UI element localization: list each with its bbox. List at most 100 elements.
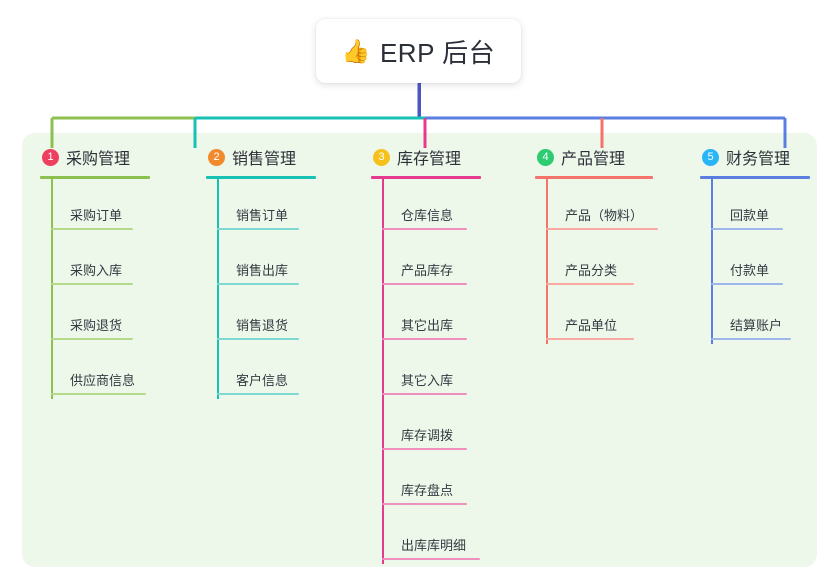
column-items: 仓库信息产品库存其它出库其它入库库存调拨库存盘点出库库明细 bbox=[371, 179, 523, 564]
column-title: 产品管理 bbox=[561, 151, 626, 168]
list-item[interactable]: 出库库明细 bbox=[371, 509, 523, 564]
column-header-5[interactable]: 5 财务管理 bbox=[700, 145, 839, 169]
list-item[interactable]: 其它出库 bbox=[371, 289, 523, 344]
list-item[interactable]: 产品（物料） bbox=[535, 179, 695, 234]
root-node-title: 👍 ERP 后台 bbox=[342, 33, 495, 70]
list-item-underline bbox=[711, 228, 783, 230]
list-item-underline bbox=[51, 393, 146, 395]
list-item-label: 产品库存 bbox=[401, 263, 454, 278]
list-item[interactable]: 其它入库 bbox=[371, 344, 523, 399]
list-item-label: 客户信息 bbox=[236, 373, 289, 388]
list-item-label: 回款单 bbox=[730, 208, 770, 223]
list-item-underline bbox=[546, 338, 634, 340]
list-item[interactable]: 付款单 bbox=[700, 234, 839, 289]
list-item[interactable]: 采购订单 bbox=[40, 179, 190, 234]
list-item-label: 仓库信息 bbox=[401, 208, 454, 223]
root-node-card[interactable]: 👍 ERP 后台 bbox=[316, 19, 521, 83]
list-item[interactable]: 结算账户 bbox=[700, 289, 839, 344]
list-item-underline bbox=[382, 283, 467, 285]
list-item[interactable]: 客户信息 bbox=[206, 344, 356, 399]
list-item-underline bbox=[546, 228, 658, 230]
column-header-underline bbox=[371, 176, 481, 179]
column-采购管理: 1 采购管理采购订单采购入库采购退货供应商信息 bbox=[40, 145, 190, 399]
column-items: 产品（物料） 产品分类产品单位 bbox=[535, 179, 695, 344]
list-item-underline bbox=[546, 283, 634, 285]
list-item-label: 产品（物料） bbox=[565, 208, 644, 223]
list-item-underline bbox=[382, 338, 467, 340]
column-header-underline bbox=[700, 176, 810, 179]
list-item-label: 出库库明细 bbox=[401, 538, 467, 553]
list-item[interactable]: 产品单位 bbox=[535, 289, 695, 344]
column-title: 财务管理 bbox=[726, 151, 791, 168]
column-产品管理: 4 产品管理产品（物料） 产品分类产品单位 bbox=[535, 145, 695, 344]
list-item-underline bbox=[382, 393, 467, 395]
list-item-label: 库存调拨 bbox=[401, 428, 454, 443]
list-item-underline bbox=[711, 283, 783, 285]
column-items: 回款单付款单结算账户 bbox=[700, 179, 839, 344]
list-item-underline bbox=[382, 448, 467, 450]
column-header-3[interactable]: 3 库存管理 bbox=[371, 145, 523, 169]
list-item-underline bbox=[217, 393, 299, 395]
list-item[interactable]: 销售订单 bbox=[206, 179, 356, 234]
list-item-underline bbox=[711, 338, 791, 340]
list-item-underline bbox=[51, 283, 133, 285]
list-item-label: 库存盘点 bbox=[401, 483, 454, 498]
column-number-badge: 2 bbox=[208, 148, 225, 166]
list-item[interactable]: 销售退货 bbox=[206, 289, 356, 344]
list-item-label: 采购退货 bbox=[70, 318, 123, 333]
list-item-underline bbox=[382, 503, 467, 505]
list-item-underline bbox=[382, 228, 467, 230]
column-header-underline bbox=[535, 176, 653, 179]
list-item-label: 产品单位 bbox=[565, 318, 618, 333]
list-item[interactable]: 供应商信息 bbox=[40, 344, 190, 399]
list-item-label: 采购订单 bbox=[70, 208, 123, 223]
list-item[interactable]: 采购入库 bbox=[40, 234, 190, 289]
list-item-underline bbox=[217, 338, 299, 340]
column-spine bbox=[711, 179, 713, 344]
list-item[interactable]: 销售出库 bbox=[206, 234, 356, 289]
list-item[interactable]: 产品库存 bbox=[371, 234, 523, 289]
column-title: 采购管理 bbox=[66, 151, 131, 168]
list-item-underline bbox=[217, 283, 299, 285]
column-header-underline bbox=[40, 176, 150, 179]
column-number-badge: 3 bbox=[373, 148, 390, 166]
column-number-badge: 1 bbox=[42, 148, 59, 166]
column-header-4[interactable]: 4 产品管理 bbox=[535, 145, 695, 169]
list-item-label: 销售订单 bbox=[236, 208, 289, 223]
list-item-label: 采购入库 bbox=[70, 263, 123, 278]
column-title: 库存管理 bbox=[397, 151, 462, 168]
list-item-label: 产品分类 bbox=[565, 263, 618, 278]
column-财务管理: 5 财务管理回款单付款单结算账户 bbox=[700, 145, 839, 344]
column-spine bbox=[217, 179, 219, 399]
list-item-label: 销售退货 bbox=[236, 318, 289, 333]
list-item[interactable]: 采购退货 bbox=[40, 289, 190, 344]
column-库存管理: 3 库存管理仓库信息产品库存其它出库其它入库库存调拨库存盘点出库库明细 bbox=[371, 145, 523, 564]
list-item-label: 其它出库 bbox=[401, 318, 454, 333]
list-item-label: 结算账户 bbox=[730, 318, 783, 333]
list-item-underline bbox=[382, 558, 480, 560]
column-number-badge: 5 bbox=[702, 148, 719, 166]
list-item[interactable]: 库存调拨 bbox=[371, 399, 523, 454]
list-item-underline bbox=[51, 228, 133, 230]
column-spine bbox=[546, 179, 548, 344]
list-item[interactable]: 库存盘点 bbox=[371, 454, 523, 509]
list-item[interactable]: 仓库信息 bbox=[371, 179, 523, 234]
columns-background-panel bbox=[22, 133, 817, 567]
column-spine bbox=[382, 179, 384, 564]
list-item-label: 付款单 bbox=[730, 263, 770, 278]
list-item-underline bbox=[51, 338, 133, 340]
column-header-1[interactable]: 1 采购管理 bbox=[40, 145, 190, 169]
column-items: 销售订单销售出库销售退货客户信息 bbox=[206, 179, 356, 399]
column-header-underline bbox=[206, 176, 316, 179]
list-item-label: 供应商信息 bbox=[70, 373, 136, 388]
column-spine bbox=[51, 179, 53, 399]
list-item-underline bbox=[217, 228, 299, 230]
list-item[interactable]: 回款单 bbox=[700, 179, 839, 234]
column-number-badge: 4 bbox=[537, 148, 554, 166]
column-items: 采购订单采购入库采购退货供应商信息 bbox=[40, 179, 190, 399]
root-node-label: ERP 后台 bbox=[379, 37, 496, 68]
list-item[interactable]: 产品分类 bbox=[535, 234, 695, 289]
